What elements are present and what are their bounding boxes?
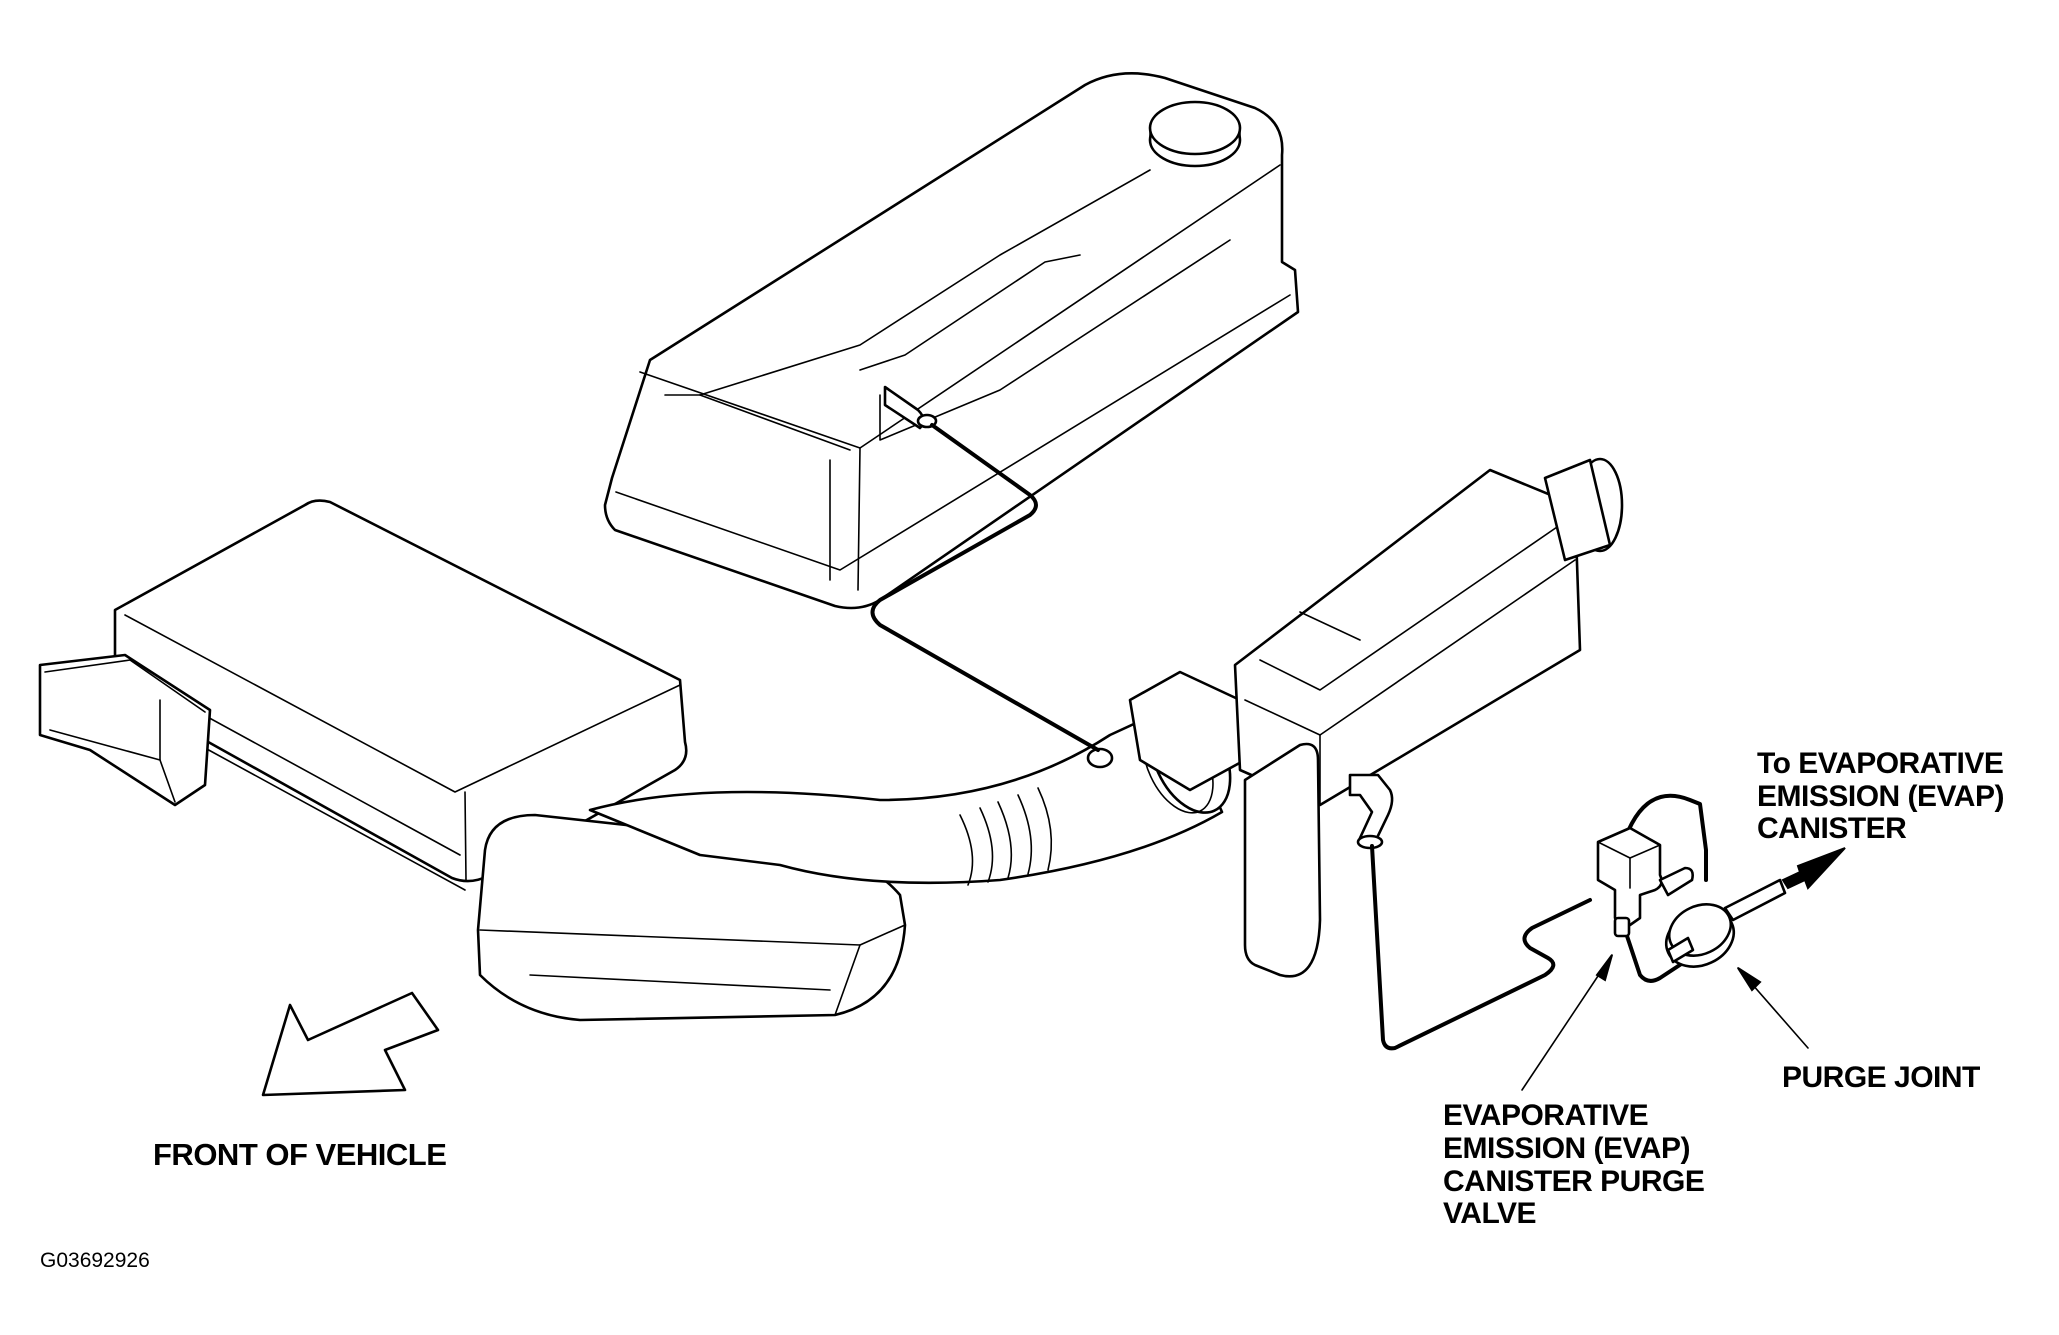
purge-valve-line-1: EVAPORATIVE <box>1443 1099 1648 1132</box>
air-cleaner-housing <box>38 499 688 891</box>
label-purge-valve: EVAPORATIVE EMISSION (EVAP) CANISTER PUR… <box>1443 1099 1705 1230</box>
purge-valve-line-3: CANISTER PURGE <box>1443 1165 1704 1198</box>
pcv-hose <box>870 423 1100 752</box>
to-canister-line-2: EMISSION (EVAP) <box>1757 780 2004 813</box>
evap-canister-purge-valve <box>1596 826 1694 938</box>
figure-code: G03692926 <box>40 1249 150 1272</box>
leader-lines <box>1521 954 1809 1091</box>
to-canister-line-1: To EVAPORATIVE <box>1757 747 2003 780</box>
purge-valve-line-2: EMISSION (EVAP) <box>1443 1132 1690 1165</box>
vacuum-hoses <box>870 423 1708 1051</box>
purge-hose-lower <box>1370 844 1592 1051</box>
purge-valve-line-4: VALVE <box>1443 1197 1536 1230</box>
purge-joint <box>1664 878 1787 968</box>
label-purge-joint: PURGE JOINT <box>1782 1061 1980 1094</box>
label-to-canister: To EVAPORATIVE EMISSION (EVAP) CANISTER <box>1757 747 2004 845</box>
label-front-of-vehicle: FRONT OF VEHICLE <box>153 1137 446 1172</box>
to-canister-arrow <box>1781 847 1846 890</box>
purge-valve-leader <box>1521 954 1613 1091</box>
front-of-vehicle-arrow <box>261 991 440 1097</box>
purge-hose-joint <box>1623 928 1697 983</box>
valve-cover <box>603 72 1300 610</box>
to-canister-line-3: CANISTER <box>1757 812 1907 845</box>
throttle-body <box>1128 457 1624 978</box>
